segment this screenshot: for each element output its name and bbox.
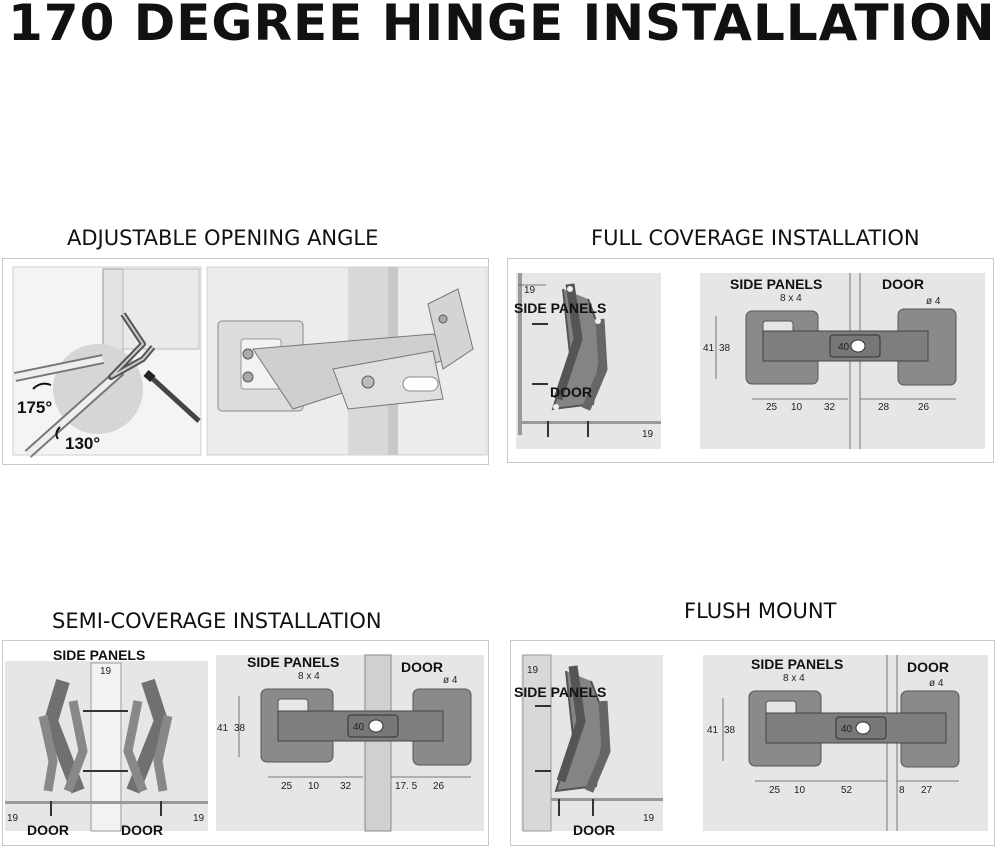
semi-dim-19-left: 19 (7, 813, 19, 824)
adjustable-heading: ADJUSTABLE OPENING ANGLE (67, 226, 379, 250)
flush-dim-52: 52 (841, 785, 853, 796)
full-coverage-diagram: 19 SIDE PANELS DOOR 19 SIDE PANELS DOOR … (514, 273, 985, 449)
flush-dim-38: 38 (724, 725, 736, 736)
full-dim-phi: ø 4 (926, 296, 941, 307)
adjustable-illustration: 175° 130° (12, 266, 488, 458)
flush-dim-slot: 8 x 4 (783, 673, 805, 684)
semi-dim-26: 26 (433, 781, 445, 792)
flush-mount-diagram: 19 SIDE PANELS DOOR 19 SIDE PANELS DOOR … (514, 654, 988, 838)
page-title: 170 DEGREE HINGE INSTALLATION (8, 0, 996, 52)
semi-coverage-diagram: SIDE PANELS 19 19 19 DOOR DOOR SIDE PANE… (5, 647, 484, 838)
full-dim-10: 10 (791, 402, 803, 413)
semi-heading: SEMI-COVERAGE INSTALLATION (52, 609, 382, 633)
semi-dim-hole: 40 (353, 722, 365, 733)
flush-dim-25: 25 (769, 785, 781, 796)
semi-dim-19-top: 19 (100, 666, 112, 677)
flush-heading: FLUSH MOUNT (684, 599, 837, 623)
full-dim-25: 25 (766, 402, 778, 413)
angle-130-label: 130° (65, 434, 100, 453)
flush-mount-panel: 19 SIDE PANELS DOOR 19 SIDE PANELS DOOR … (510, 640, 995, 846)
semi-dim-41: 41 (217, 723, 229, 734)
full-door-label: DOOR (550, 384, 592, 400)
semi-dim-10: 10 (308, 781, 320, 792)
full-dim-slot: 8 x 4 (780, 293, 802, 304)
flush-front-door-label: DOOR (907, 659, 949, 675)
semi-dim-slot: 8 x 4 (298, 671, 320, 682)
semi-door-left-label: DOOR (27, 822, 69, 838)
flush-dim-41: 41 (707, 725, 719, 736)
full-heading: FULL COVERAGE INSTALLATION (591, 226, 920, 250)
full-coverage-panel: 19 SIDE PANELS DOOR 19 SIDE PANELS DOOR … (507, 258, 994, 463)
flush-front-side-panels-label: SIDE PANELS (751, 656, 843, 672)
full-dim-hole: 40 (838, 342, 850, 353)
semi-side-panels-label: SIDE PANELS (53, 647, 145, 663)
angle-175-label: 175° (17, 398, 52, 417)
flush-side-panels-label: SIDE PANELS (514, 684, 606, 700)
semi-front-door-label: DOOR (401, 659, 443, 675)
semi-dim-17-5: 17. 5 (395, 781, 418, 792)
full-front-door-label: DOOR (882, 276, 924, 292)
adjustable-panel: 175° 130° (2, 258, 489, 465)
full-dim-19-bottom: 19 (642, 429, 654, 440)
flush-dim-27: 27 (921, 785, 933, 796)
semi-dim-phi: ø 4 (443, 675, 458, 686)
flush-dim-phi: ø 4 (929, 678, 944, 689)
flush-dim-19-top: 19 (527, 665, 539, 676)
full-dim-26: 26 (918, 402, 930, 413)
full-dim-28: 28 (878, 402, 890, 413)
full-dim-41: 41 (703, 343, 715, 354)
semi-dim-38: 38 (234, 723, 246, 734)
semi-coverage-panel: SIDE PANELS 19 19 19 DOOR DOOR SIDE PANE… (2, 640, 489, 846)
full-dim-38: 38 (719, 343, 731, 354)
full-dim-19-top: 19 (524, 285, 536, 296)
flush-dim-19-bottom: 19 (643, 813, 655, 824)
flush-dim-10: 10 (794, 785, 806, 796)
semi-dim-32: 32 (340, 781, 352, 792)
semi-door-right-label: DOOR (121, 822, 163, 838)
semi-front-side-panels-label: SIDE PANELS (247, 654, 339, 670)
full-front-side-panels-label: SIDE PANELS (730, 276, 822, 292)
full-dim-32: 32 (824, 402, 836, 413)
semi-dim-25: 25 (281, 781, 293, 792)
flush-dim-hole: 40 (841, 724, 853, 735)
flush-dim-8: 8 (899, 785, 905, 796)
semi-dim-19-right: 19 (193, 813, 205, 824)
full-side-panels-label: SIDE PANELS (514, 300, 606, 316)
flush-door-label: DOOR (573, 822, 615, 838)
